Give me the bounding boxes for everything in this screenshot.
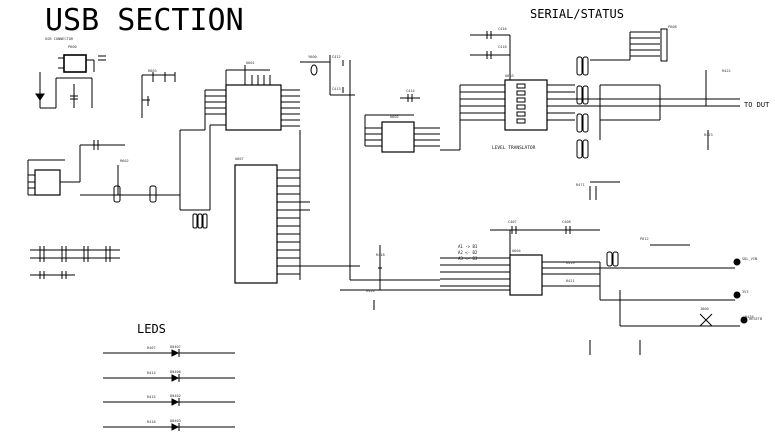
ref-res-d: R419: [566, 261, 575, 265]
led-4-res: R416: [147, 420, 156, 424]
pin-reset-label: RESETB: [749, 317, 762, 321]
power-filter: [141, 72, 176, 118]
led-2-diode: D0406: [170, 370, 181, 374]
led-row-4: [103, 423, 235, 431]
ref-res-c: R418: [376, 253, 385, 257]
ref-cap-f: C407: [508, 220, 517, 224]
led-3-diode: D0402: [170, 394, 181, 398]
serial-header-p608: [590, 28, 668, 62]
ref-cap-b: C418: [498, 45, 507, 49]
leds-title: LEDS: [137, 322, 166, 336]
decoupling-caps: [30, 246, 120, 279]
ref-res-g: R422: [722, 69, 731, 73]
led-row-1: [103, 349, 235, 357]
ref-usb-controller: U607: [235, 157, 244, 161]
usb-esd-diode: [35, 72, 93, 109]
ref-level-translator-2: U604: [512, 249, 521, 253]
ref-header-right: P612: [640, 237, 649, 241]
config-jumpers: [113, 124, 226, 229]
eeprom-u602: [364, 94, 440, 153]
ic-supply-caps: [225, 65, 271, 85]
ref-cap-g: C408: [562, 220, 571, 224]
serial-status-title: SERIAL/STATUS: [530, 7, 624, 21]
led-2-res: R414: [147, 371, 156, 375]
level-note-2: A2 <- B2: [458, 250, 478, 255]
pin-sdl-label: SDL_VIN: [742, 257, 757, 261]
ref-cap-a: C416: [498, 27, 507, 31]
level-translator-u604: [340, 60, 720, 310]
regulator-u600: [27, 140, 180, 196]
ref-res-a: R602: [120, 159, 129, 163]
level-translator-label: LEVEL TRANSLATOR: [492, 145, 536, 151]
usb-connector: [58, 54, 106, 73]
level-note-1: A1 -> B1: [458, 244, 478, 249]
ref-eeprom: U602: [390, 115, 399, 119]
translator-caps: [470, 31, 511, 80]
ref-usb-connector: P600: [68, 45, 77, 49]
led-row-2: [103, 374, 235, 382]
ref-res-j: R476: [745, 315, 754, 319]
level-note-3: A3 <- B3: [458, 256, 478, 261]
usb-connector-label: USB CONNECTOR: [45, 37, 74, 41]
to-dut-label: TO DUT: [744, 101, 770, 109]
serial-jumpers: [576, 56, 709, 159]
ref-cap-e: C414: [406, 89, 415, 93]
pin-3v3-label: 3V3: [742, 290, 749, 294]
status-network: [589, 181, 748, 355]
ref-header-top-right: P608: [668, 25, 677, 29]
usb-ic-u601: [180, 84, 300, 131]
ref-cap-d: C413: [332, 87, 341, 91]
led-1-diode: D0407: [170, 345, 181, 349]
ref-cap-c: C412: [332, 55, 341, 59]
ref-crystal: Y600: [308, 55, 317, 59]
ref-res-f: R421: [566, 279, 575, 283]
ref-res-h: R423: [704, 133, 713, 137]
usb-controller-u607: [234, 130, 360, 284]
led-row-3: [103, 398, 235, 406]
ref-usb-ic: U601: [246, 61, 255, 65]
led-4-diode: D0403: [170, 419, 181, 423]
ref-res-i: R471: [576, 183, 585, 187]
crystal-y600: [300, 55, 355, 96]
led-3-res: R415: [147, 395, 156, 399]
ref-jumper-strip: J600: [700, 307, 709, 311]
led-1-res: R407: [147, 346, 156, 350]
level-translator-u603: [440, 79, 740, 151]
sheet-title: USB SECTION: [45, 3, 244, 38]
ref-res-e: R420: [366, 289, 375, 293]
ref-level-translator: U603: [505, 74, 514, 78]
ref-res-b: R603: [148, 69, 157, 73]
